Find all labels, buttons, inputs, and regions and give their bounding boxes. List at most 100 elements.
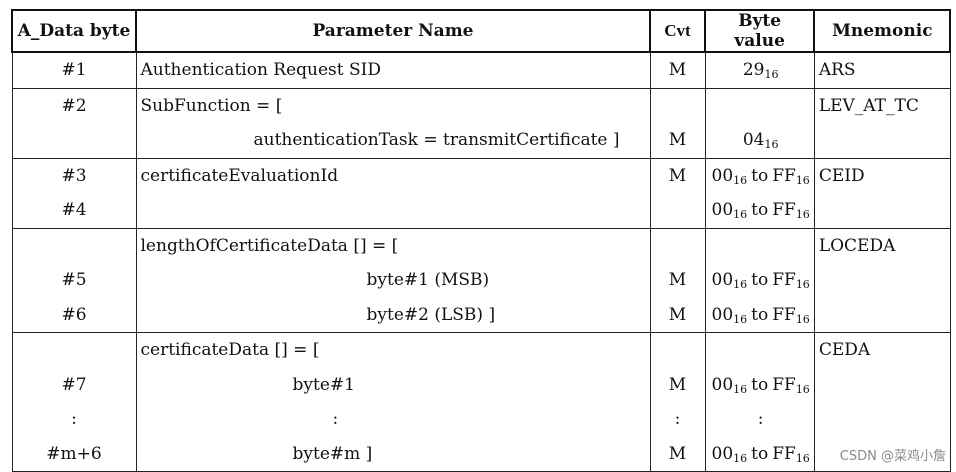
hex-subscript: 16 <box>795 451 810 465</box>
range-to: FF <box>772 200 796 220</box>
a-data-byte-cell: #2 <box>11 87 137 159</box>
cvt-value <box>655 89 701 124</box>
parameter-name-cell: Authentication Request SID <box>135 51 651 89</box>
mnemonic-value: CEID <box>818 165 865 186</box>
hex-subscript: 16 <box>733 278 748 291</box>
range-from: 00 <box>711 374 734 395</box>
cvt-value <box>655 193 701 228</box>
hex-subscript: 16 <box>733 208 748 221</box>
parameter-name-text: lengthOfCertificateData [] = [ <box>140 235 399 256</box>
mnemonic-value <box>819 298 946 333</box>
byte-value <box>710 229 810 264</box>
parameter-name-cell: SubFunction = [ authenticationTask = tran… <box>135 87 651 159</box>
a-data-byte-value: #3 <box>61 165 87 186</box>
byte-value-cell: 2916 <box>704 51 815 89</box>
parameter-name-text: SubFunction = [ <box>140 95 283 116</box>
range-to: FF <box>772 270 796 290</box>
range-to: FF <box>772 374 796 395</box>
a-data-byte-value: #m+6 <box>46 443 102 464</box>
mnemonic-value: CEDA <box>818 340 871 360</box>
a-data-byte-value <box>17 333 132 368</box>
hex-subscript: 16 <box>795 312 810 326</box>
mnemonic-value: LEV_AT_TC <box>818 95 919 116</box>
mnemonic-value: ARS <box>818 60 856 80</box>
hex-subscript: 16 <box>795 208 810 221</box>
a-data-byte-cell: #1 <box>11 51 137 89</box>
a-data-byte-value <box>17 229 132 264</box>
mnemonic-cell: LEV_AT_TC <box>813 87 951 159</box>
table-row: #2 SubFunction = [ authenticationTask = tr… <box>11 87 951 159</box>
range-from: 00 <box>711 270 734 290</box>
mnemonic-value <box>819 193 946 228</box>
parameter-name-text: byte#1 <box>292 374 355 395</box>
range-word: to <box>751 443 769 464</box>
cvt-value: M <box>668 130 687 150</box>
hex-subscript: 16 <box>764 138 779 151</box>
value-main: : <box>757 409 764 429</box>
mnemonic-cell: ARS <box>813 51 951 89</box>
a-data-byte-value: : <box>71 409 77 429</box>
hex-subscript: 16 <box>795 278 810 291</box>
mnemonic-value <box>819 123 946 158</box>
value-main: 29 <box>742 60 765 80</box>
a-data-byte-cell: #5#6 <box>11 227 137 333</box>
parameter-name-text: certificateEvaluationId <box>140 165 339 186</box>
range-word: to <box>751 165 769 186</box>
cvt-value: M <box>668 304 687 325</box>
cvt-cell: M:M <box>649 332 706 472</box>
parameter-name-cell: certificateEvaluationId <box>135 157 651 229</box>
range-to: FF <box>772 443 796 464</box>
a-data-byte-value: #2 <box>61 95 87 116</box>
cvt-value: : <box>674 409 681 429</box>
parameter-name-text: Authentication Request SID <box>140 60 382 80</box>
cvt-value <box>655 229 701 264</box>
range-word: to <box>751 374 769 395</box>
parameter-name-cell: lengthOfCertificateData [] = [byte#1 (MS… <box>135 227 651 333</box>
range-word: to <box>751 270 769 290</box>
cvt-value: M <box>668 270 687 290</box>
mnemonic-cell: CEID <box>813 157 951 229</box>
header-a-data-byte: A_Data byte <box>11 9 137 53</box>
cvt-cell: M <box>649 157 706 229</box>
hex-subscript: 16 <box>733 382 748 396</box>
hex-subscript: 16 <box>733 312 748 326</box>
parameter-name-text: : <box>332 409 339 429</box>
range-to: FF <box>772 165 796 186</box>
cvt-cell: M <box>649 87 706 159</box>
watermark: CSDN @菜鸡小詹 <box>839 449 946 464</box>
byte-value <box>710 89 810 124</box>
mnemonic-cell: CEDA <box>813 332 951 472</box>
mnemonic-value <box>819 263 946 298</box>
range-from: 00 <box>711 304 734 325</box>
mnemonic-value: LOCEDA <box>818 235 896 256</box>
value-main: 04 <box>742 130 765 150</box>
parameter-name-text: certificateData [] = [ <box>140 340 320 360</box>
hex-subscript: 16 <box>764 68 779 81</box>
mnemonic-value <box>819 402 946 437</box>
parameter-name-text: byte#2 (LSB) ] <box>366 304 496 325</box>
parameter-name-text: authenticationTask = transmitCertificate… <box>253 130 620 150</box>
parameter-name-text <box>141 193 646 228</box>
byte-value: : <box>710 402 810 437</box>
a-data-byte-value: #6 <box>61 304 87 325</box>
cvt-value: M <box>668 374 687 395</box>
hex-subscript: 16 <box>733 173 748 187</box>
range-from: 00 <box>711 200 734 220</box>
table-header-row: A_Data byte Parameter Name Cvt Byte valu… <box>11 9 952 53</box>
hex-subscript: 16 <box>795 382 810 396</box>
range-to: FF <box>772 304 796 325</box>
byte-value-cell: 0416 <box>704 87 815 159</box>
parameter-name-text: byte#m ] <box>292 443 373 464</box>
range-from: 00 <box>711 443 734 464</box>
